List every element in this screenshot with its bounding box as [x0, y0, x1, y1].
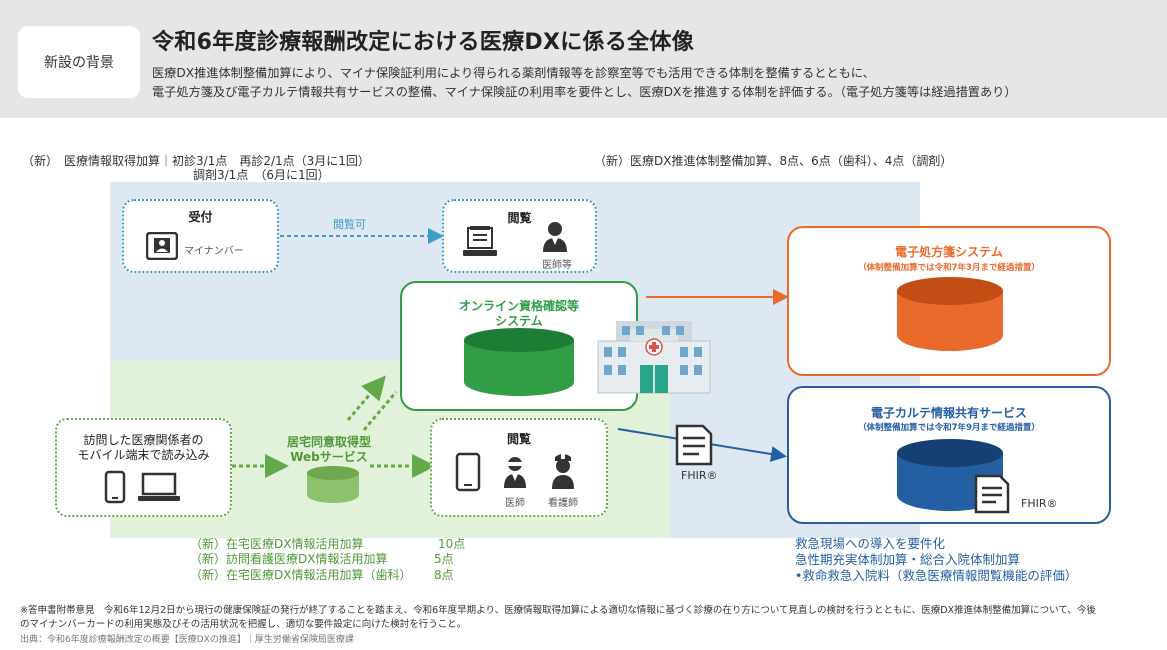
visit-line-1: 訪問した医療関係者の	[83, 433, 204, 447]
doctor-icon-bottom	[504, 457, 526, 488]
doctor-label: 医師	[505, 498, 525, 509]
home-web-line-1: 居宅同意取得型	[286, 435, 371, 449]
laptop-icon	[138, 472, 180, 501]
green-list-points-1: 10点	[438, 537, 466, 551]
green-list-item-2: （新）訪問看護医療DX情報活用加算	[190, 552, 388, 566]
tablet-icon	[455, 452, 481, 492]
doctor-icon	[543, 222, 567, 252]
online-system-title-2: システム	[495, 314, 543, 328]
dx-system-label: （新）医療DX推進体制整備加算、8点、6点（歯科）、4点（調剤）	[594, 154, 953, 168]
footnote-line-2: のマイナンバーカードの利用実態及びその活用状況を把握し、適切な要件設定に向けた検…	[20, 619, 467, 630]
card-reader-icon	[146, 232, 178, 260]
erx-system-sub: （体制整備加算では令和7年3月まで経過措置）	[858, 263, 1040, 273]
view-bottom-title: 閲覧	[506, 432, 531, 446]
ehr-fhir-label: FHIR®	[1021, 497, 1058, 510]
header-tag: 新設の背景	[18, 26, 140, 98]
erx-system-title: 電子処方箋システム	[895, 245, 1003, 259]
visit-line-2: モバイル端末で読み込み	[77, 448, 210, 462]
green-list-item-3: （新）在宅医療DX情報活用加算（歯科）	[190, 568, 412, 582]
nurse-icon	[552, 454, 574, 489]
source-note: 出典：令和6年度診療報酬改定の概要【医療DXの推進】｜厚生労働省保険局医療課	[20, 635, 354, 645]
nurse-label: 看護師	[548, 498, 578, 509]
green-list-points-2: 5点	[434, 552, 454, 566]
footnote-line-1: ※答申書附帯意見 令和6年12月2日から現行の健康保険証の発行が終了することを踏…	[20, 605, 1096, 616]
ehr-document-icon	[974, 474, 1010, 514]
smartphone-icon	[104, 470, 126, 504]
page-title: 令和6年度診療報酬改定における医療DXに係る全体像	[152, 30, 695, 55]
erx-database-icon	[897, 277, 1003, 351]
fhir-document-icon	[675, 424, 713, 466]
reception-title: 受付	[188, 210, 213, 224]
blue-list-item-3: •救命救急入院料（救急医療情報閲覧機能の評価）	[795, 568, 1078, 583]
computer-icon	[463, 226, 497, 256]
ehr-service-sub: （体制整備加算では令和7年9月まで経過措置）	[858, 423, 1040, 433]
blue-list-item-1: 救急現場への導入を要件化	[795, 536, 946, 551]
online-database-icon	[464, 328, 574, 396]
mynumber-label: マイナンバー	[184, 246, 244, 257]
web-to-online-arrow-2	[362, 391, 398, 431]
header-description-1: 医療DX推進体制整備加算により、マイナ保険証利用により得られる薬剤情報等を診察室…	[152, 66, 875, 80]
web-to-online-arrow-1	[346, 375, 386, 421]
ehr-service-title: 電子カルテ情報共有サービス	[870, 406, 1027, 420]
header-description-2: 電子処方箋及び電子カルテ情報共有サービスの整備、マイナ保険証の利用率を要件とし、…	[152, 85, 1017, 99]
fhir-label: FHIR®	[681, 469, 718, 482]
home-web-line-2: Webサービス	[290, 450, 368, 464]
blue-list-item-2: 急性期充実体制加算・総合入院体制加算	[795, 552, 1021, 567]
dispensing-label: 調剤3/1点 （6月に1回）	[193, 168, 330, 182]
green-list-points-3: 8点	[434, 568, 454, 582]
doctor-etc-label: 医師等	[542, 260, 572, 271]
view-top-title: 閲覧	[507, 211, 532, 225]
header-band	[0, 0, 1167, 118]
green-list-item-1: （新）在宅医療DX情報活用加算	[190, 537, 364, 551]
info-acquisition-label: （新） 医療情報取得加算｜初診3/1点 再診2/1点（3月に1回）	[22, 154, 370, 168]
web-database-icon	[307, 466, 359, 503]
hospital-icon	[597, 321, 711, 394]
viewable-label: 閲覧可	[333, 218, 366, 231]
online-system-title-1: オンライン資格確認等	[458, 299, 579, 313]
